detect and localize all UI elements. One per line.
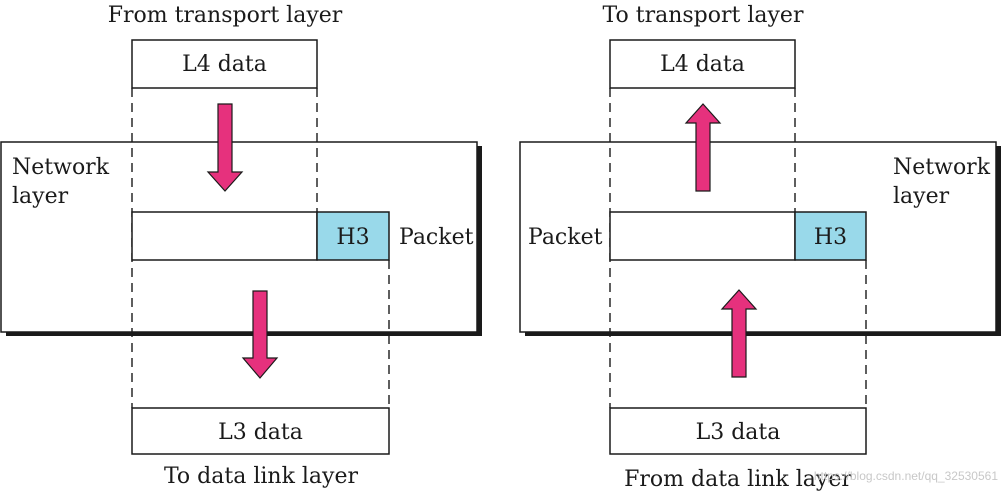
right-l3-data-label: L3 data (696, 420, 781, 445)
right-packet-header (794, 211, 867, 261)
left-packet-data-field (131, 211, 318, 261)
right-dashed-guides (609, 88, 867, 408)
right-layer-label-line1: Network (893, 155, 991, 180)
right-panel: L4 data H3 L3 data To transport layer Ne… (519, 3, 1001, 492)
right-packet-data-field (609, 211, 796, 261)
left-layer-label-line1: Network (12, 155, 110, 180)
left-bottom-label: To data link layer (164, 464, 359, 489)
left-packet-header (316, 211, 390, 261)
left-panel: L4 data H3 L3 data From transport layer … (0, 3, 482, 489)
right-packet-label: Packet (528, 225, 603, 250)
left-layer-label-line2: layer (12, 184, 69, 209)
left-dashed-guides (131, 88, 390, 408)
left-l3-data-label: L3 data (218, 420, 303, 445)
right-bottom-label: From data link layer (624, 467, 852, 492)
left-down-arrow-lower (241, 290, 279, 379)
watermark: https://blog.csdn.net/qq_32530561 (814, 469, 998, 483)
right-up-arrow-lower (720, 289, 758, 378)
right-l4-data-label: L4 data (660, 52, 745, 77)
left-header-label: H3 (336, 225, 369, 250)
right-up-arrow-upper (684, 103, 722, 192)
left-l4-data-box (131, 39, 318, 89)
left-top-label: From transport layer (108, 3, 343, 28)
right-l3-data-box (609, 407, 867, 455)
left-packet-label: Packet (399, 225, 474, 250)
right-l4-data-box (609, 39, 796, 89)
left-l4-data-label: L4 data (182, 52, 267, 77)
right-layer-label-line2: layer (893, 184, 950, 209)
left-down-arrow-upper (206, 103, 244, 192)
right-header-label: H3 (814, 225, 847, 250)
right-top-label: To transport layer (603, 3, 804, 28)
left-l3-data-box (131, 407, 390, 455)
